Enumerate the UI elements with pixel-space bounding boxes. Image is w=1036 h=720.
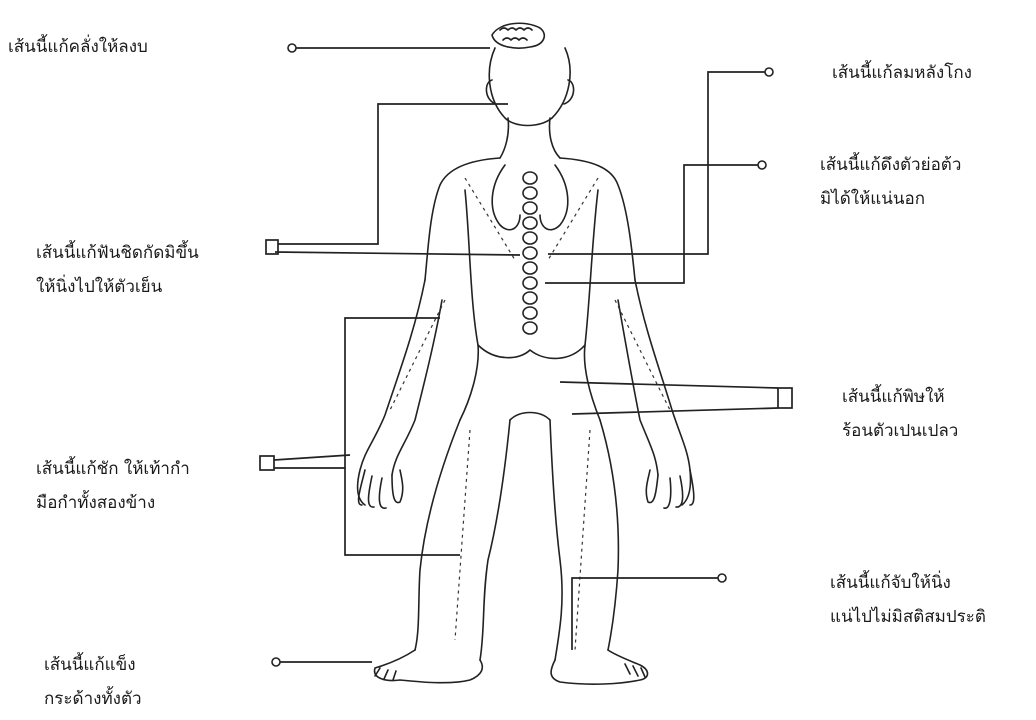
neck-right: [549, 118, 560, 158]
label-unconscious-line1: เส้นนี้แก้จับให้นิ่ง: [830, 566, 986, 600]
leader-convulse-box: [260, 456, 274, 470]
sen-lines: [390, 178, 670, 650]
shoulder-left: [425, 158, 500, 280]
right-hand: [646, 470, 693, 508]
leader-pull: [545, 165, 758, 283]
leader-still-dot: [718, 574, 726, 582]
left-arm-outer: [358, 280, 425, 505]
chest-left: [492, 165, 520, 230]
shoulder-right: [560, 158, 635, 280]
label-unconscious-line2: แน่ไปไม่มิสติสมประติ: [830, 600, 986, 634]
leader-still: [572, 578, 718, 650]
label-convulsion: เส้นนี้แก้ชัก ให้เท้ากำ มือกำทั้งสองข้าง: [36, 452, 190, 520]
leader-back-dot: [765, 68, 773, 76]
label-body-pull: เส้นนี้แก้ดึงตัวย่อต้ว มิได้ให้แน่นอก: [820, 148, 961, 216]
label-clenched-teeth-line1: เส้นนี้แก้ฟันชิดกัดมิขึ้น: [36, 236, 199, 270]
label-body-pull-line2: มิได้ให้แน่นอก: [820, 182, 961, 216]
belly: [478, 345, 585, 358]
label-hunched-back: เส้นนี้แก้ลมหลังโกง: [832, 56, 972, 90]
leader-poison-box: [778, 388, 792, 408]
left-foot: [375, 650, 483, 683]
leader-lines: [260, 44, 792, 666]
sen-line-left-chest: [465, 178, 515, 260]
leader-teeth: [275, 252, 520, 255]
head-outline: [489, 48, 570, 126]
label-stiffness-line1: เส้นนี้แก้แข็ง: [44, 648, 142, 682]
label-convulsion-line2: มือกำทั้งสองข้าง: [36, 486, 190, 520]
label-clenched-teeth-line2: ให้นิ่งไปให้ตัวเย็น: [36, 270, 199, 304]
sen-line-right-leg: [575, 430, 590, 650]
leader-poison-2: [572, 408, 778, 414]
leader-head-dot: [288, 44, 296, 52]
crotch: [510, 413, 550, 421]
label-calm-madness-line1: เส้นนี้แก้คลั่งให้ลงบ: [8, 30, 148, 64]
leader-back: [548, 72, 765, 254]
chest-right: [540, 165, 568, 230]
left-hand: [359, 470, 403, 508]
label-calm-madness: เส้นนี้แก้คลั่งให้ลงบ: [8, 30, 148, 64]
sen-line-left-arm: [390, 300, 445, 410]
sen-line-right-chest: [548, 178, 598, 260]
leader-pull-dot: [758, 161, 766, 169]
label-unconscious: เส้นนี้แก้จับให้นิ่ง แน่ไปไม่มิสติสมประต…: [830, 566, 986, 634]
neck-left: [500, 118, 508, 158]
torso-left: [460, 190, 478, 420]
leader-teeth-up: [278, 104, 508, 244]
label-hunched-back-line1: เส้นนี้แก้ลมหลังโกง: [832, 56, 972, 90]
hair-curls: [500, 28, 532, 40]
label-stiffness: เส้นนี้แก้แข็ง กระด้างทั้งตัว: [44, 648, 142, 716]
label-poison-fever: เส้นนี้แก้พิษให้ ร้อนตัวเปนเปลว: [842, 380, 958, 448]
left-leg-outer: [415, 420, 460, 650]
left-leg-inner: [480, 420, 510, 660]
left-arm-inner: [392, 300, 442, 475]
torso-right: [584, 190, 600, 420]
leader-convulse-1: [274, 455, 350, 460]
sen-line-right-arm: [615, 300, 670, 410]
right-arm-outer: [635, 280, 691, 505]
leader-convulse-2: [274, 318, 440, 468]
right-arm-inner: [618, 300, 658, 475]
sen-line-left-leg: [455, 430, 470, 640]
leader-poison-1: [560, 382, 778, 388]
right-leg-inner: [550, 420, 562, 660]
label-clenched-teeth: เส้นนี้แก้ฟันชิดกัดมิขึ้น ให้นิ่งไปให้ตั…: [36, 236, 199, 304]
human-figure: [358, 23, 694, 684]
hair: [492, 23, 544, 48]
left-toes: [375, 668, 396, 680]
label-stiffness-line2: กระด้างทั้งตัว: [44, 682, 142, 716]
label-convulsion-line1: เส้นนี้แก้ชัก ให้เท้ากำ: [36, 452, 190, 486]
leader-stiff-dot: [272, 658, 280, 666]
label-body-pull-line1: เส้นนี้แก้ดึงตัวย่อต้ว: [820, 148, 961, 182]
label-poison-fever-line1: เส้นนี้แก้พิษให้: [842, 380, 958, 414]
right-leg-outer: [600, 420, 618, 650]
spine: [523, 172, 537, 334]
label-poison-fever-line2: ร้อนตัวเปนเปลว: [842, 414, 958, 448]
